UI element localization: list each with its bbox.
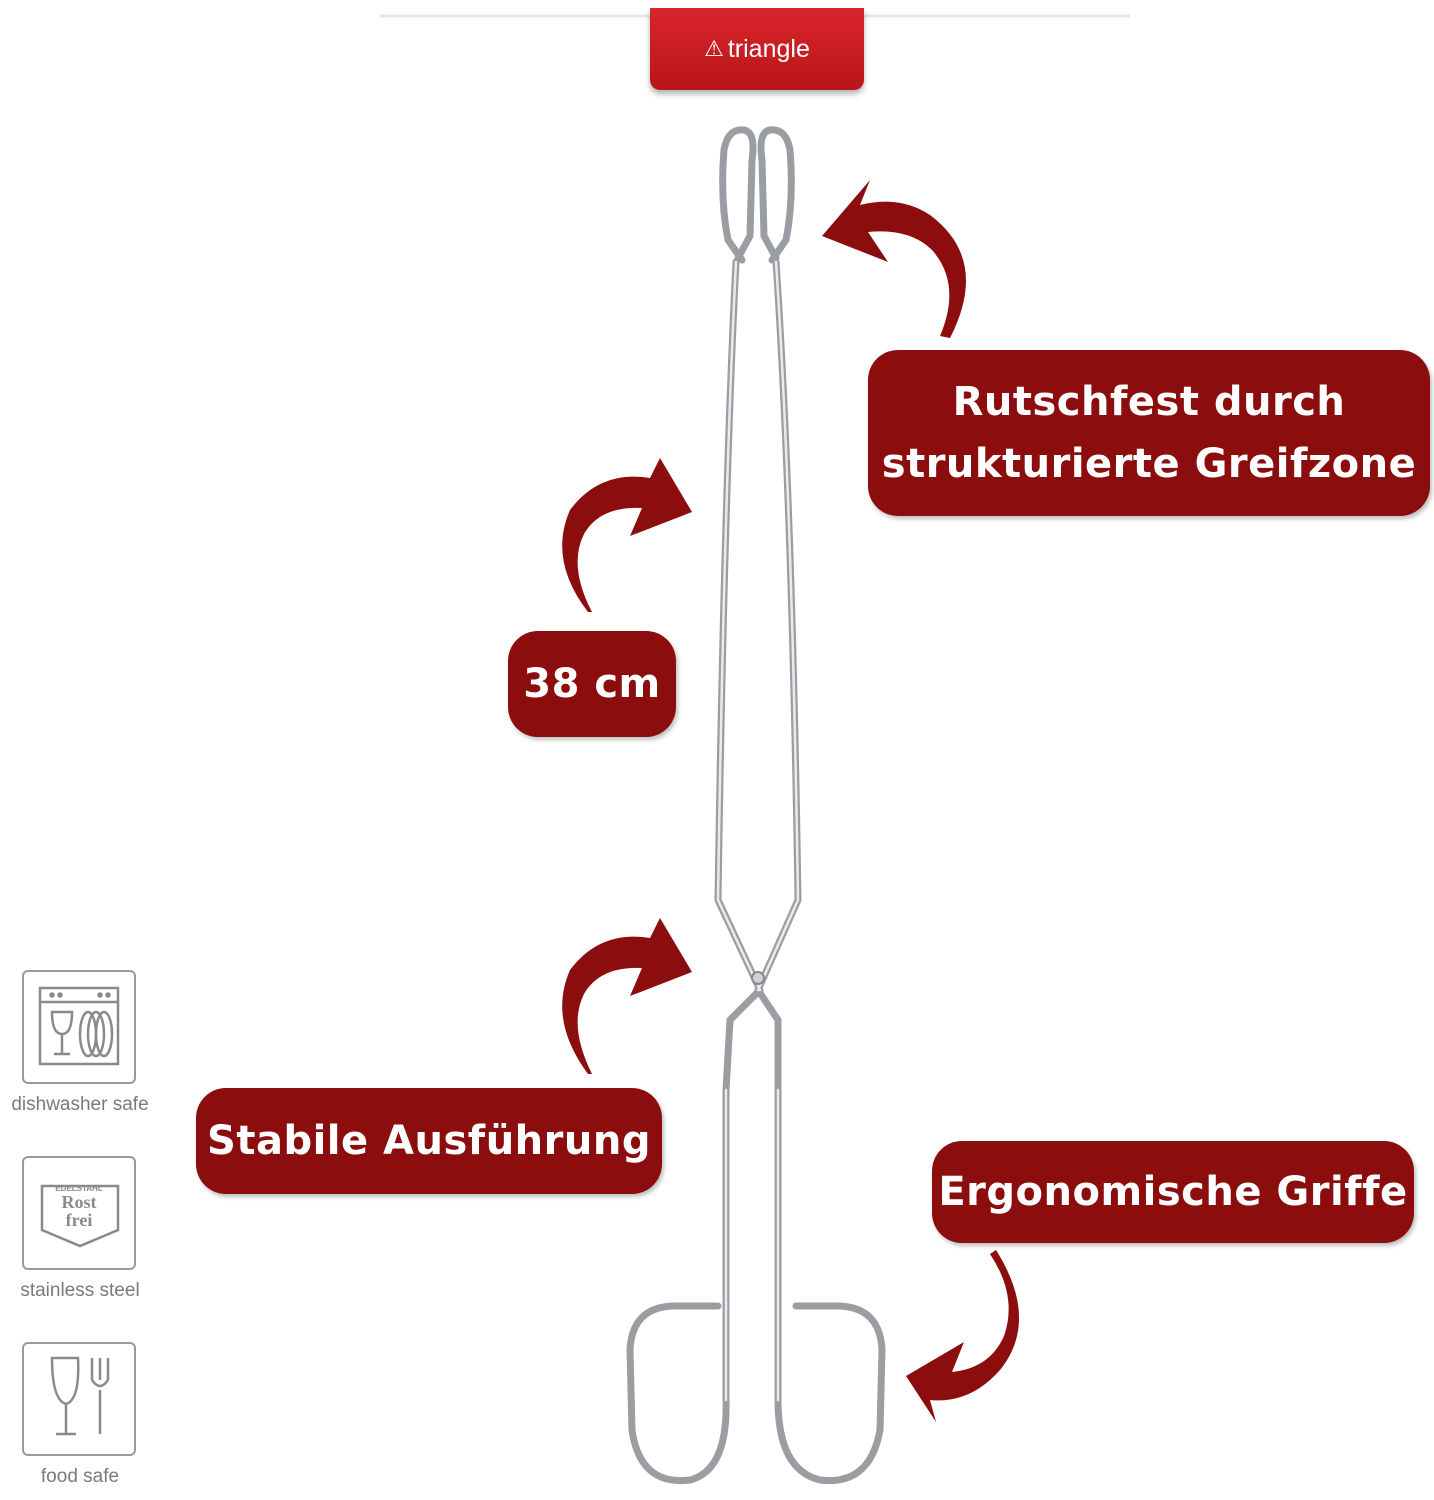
tongs-highlight	[716, 260, 800, 1402]
callout-grip-zone-line1: Rutschfest durch	[952, 379, 1346, 425]
rost-frei-top-text: EDELSTAHL	[55, 1184, 103, 1193]
badge-food-safe	[22, 1342, 136, 1456]
arrow-length	[562, 458, 692, 612]
tongs	[626, 126, 886, 1485]
arrows	[562, 180, 1020, 1422]
glass-fork-icon	[50, 1356, 110, 1436]
arrow-sturdy	[562, 918, 692, 1074]
callout-handles: Ergonomische Griffe	[932, 1141, 1414, 1243]
badge-stainless-label: stainless steel	[20, 1280, 140, 1301]
arrow-handles	[906, 1250, 1020, 1422]
callout-handles-text: Ergonomische Griffe	[938, 1169, 1408, 1215]
callout-length: 38 cm	[508, 631, 676, 737]
rost-frei-icon	[40, 1184, 120, 1248]
callout-sturdy-text: Stabile Ausführung	[207, 1118, 651, 1164]
callout-grip-zone-line2: strukturierte Greifzone	[881, 441, 1417, 487]
brand-logo: ⚠ triangle	[650, 8, 864, 90]
pivot-rivet	[751, 971, 765, 985]
callout-grip-zone: Rutschfest durch strukturierte Greifzone	[868, 350, 1430, 516]
triangle-logo-icon: ⚠	[704, 36, 724, 61]
callout-length-text: 38 cm	[523, 661, 661, 707]
badge-stainless: EDELSTAHL Rost frei	[22, 1156, 136, 1270]
arrow-grip-zone	[822, 180, 966, 338]
badge-food-safe-label: food safe	[40, 1466, 120, 1487]
callout-sturdy: Stabile Ausführung	[196, 1088, 662, 1194]
rost-frei-mid-text: Rost	[61, 1192, 97, 1212]
badge-dishwasher-label: dishwasher safe	[11, 1094, 149, 1115]
badge-dishwasher	[22, 970, 136, 1084]
rost-frei-bottom-text: frei	[65, 1210, 93, 1230]
dishwasher-icon	[38, 986, 120, 1066]
brand-name: triangle	[727, 34, 810, 63]
